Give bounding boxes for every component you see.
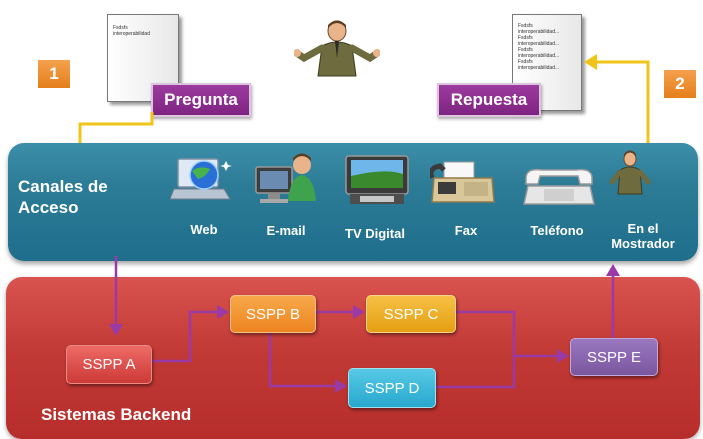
fax-machine-icon xyxy=(430,161,495,203)
web-globe-laptop-icon xyxy=(170,158,232,200)
tv-icon xyxy=(345,155,409,204)
answer-label: Repuesta xyxy=(437,83,541,117)
step-2-badge: 2 xyxy=(664,70,696,98)
doc-line: interoperabilidad... xyxy=(518,29,560,35)
telephone-icon xyxy=(523,168,595,205)
email-computer-user-icon xyxy=(255,153,316,203)
access-channels-title-line: Acceso xyxy=(18,198,79,217)
channel-label-phone: Teléfono xyxy=(530,223,584,238)
doc-line: interoperabilidad... xyxy=(518,53,560,59)
question-document: Fsdsfs interoperabilidad xyxy=(107,14,179,102)
doc-line: Fsdsfs xyxy=(113,25,128,31)
channel-label-counter-line: Mostrador xyxy=(611,236,675,251)
system-d-box: SSPP D xyxy=(348,368,436,408)
question-label: Pregunta xyxy=(151,83,251,117)
step-1-badge: 1 xyxy=(38,60,70,88)
backend-systems-title: Sistemas Backend xyxy=(41,405,192,424)
system-a-box: SSPP A xyxy=(66,345,152,384)
doc-line: interoperabilidad... xyxy=(518,65,560,71)
doc-line: Fsdsfs xyxy=(518,35,533,41)
system-c-box: SSPP C xyxy=(366,295,456,333)
counter-agent-icon xyxy=(609,150,651,195)
doc-line: Fsdsfs xyxy=(518,23,533,29)
channel-label-fax: Fax xyxy=(454,223,478,238)
channel-label-email: E-mail xyxy=(266,223,306,238)
channel-label-counter-line: En el xyxy=(627,221,659,236)
system-e-box: SSPP E xyxy=(570,338,658,376)
backend-flow-arrows xyxy=(109,256,620,393)
channel-label-web: Web xyxy=(190,222,218,237)
access-channels-title-line: Canales de xyxy=(18,177,108,196)
channel-label-counter: En el Mostrador xyxy=(588,221,698,251)
system-b-box: SSPP B xyxy=(230,295,316,333)
access-channels-title: Canales de Acceso xyxy=(18,176,158,218)
doc-line: Fsdsfs xyxy=(518,59,533,65)
person-shrugging-icon xyxy=(294,20,380,77)
doc-line: Fsdsfs xyxy=(518,47,533,53)
channel-label-tv: TV Digital xyxy=(345,226,405,241)
answer-flow-arrow xyxy=(584,54,650,146)
doc-line: interoperabilidad xyxy=(113,31,150,37)
doc-line: interoperabilidad... xyxy=(518,41,560,47)
